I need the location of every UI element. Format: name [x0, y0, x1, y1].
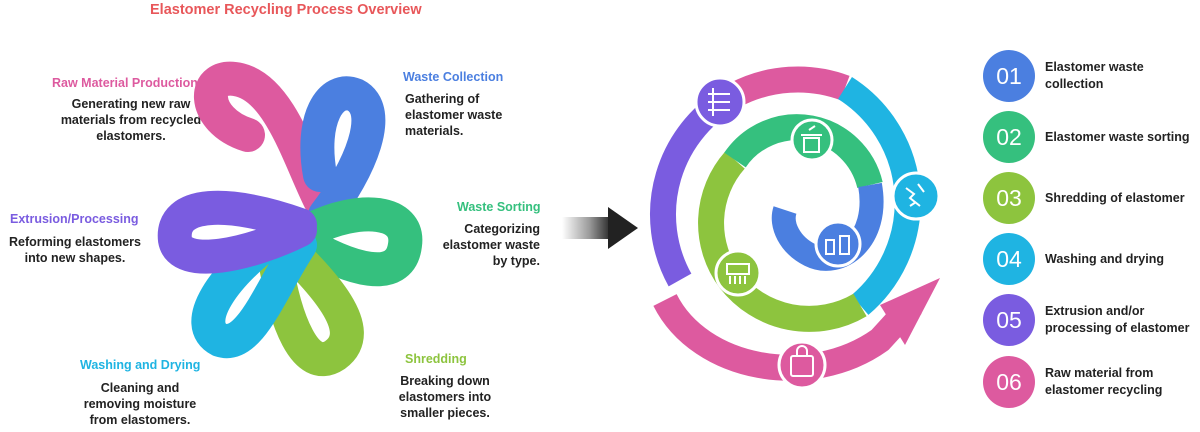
step-number-03: 03 — [983, 172, 1035, 224]
center-arrow — [562, 207, 638, 249]
step-label-01: Elastomer waste collection — [1045, 60, 1144, 91]
stage-title-extrusion: Extrusion/Processing — [10, 212, 139, 226]
step-label-04: Washing and drying — [1045, 251, 1164, 266]
step-label-05: Extrusion and/or processing of elastomer — [1045, 304, 1190, 335]
step-label-03: Shredding of elastomer — [1045, 190, 1185, 205]
stage-title-raw-material: Raw Material Production — [52, 76, 198, 90]
spiral-inner-blue — [771, 182, 884, 271]
stage-title-waste-collection: Waste Collection — [403, 70, 504, 84]
bottles-icon — [814, 220, 862, 268]
step-label-06: Raw material from elastomer recycling — [1045, 366, 1163, 397]
spiral-icons — [694, 76, 941, 390]
step-number-04: 04 — [983, 233, 1035, 285]
step-05: 05 Extrusion and/or processing of elasto… — [983, 294, 1200, 346]
petal-lime — [258, 228, 364, 377]
step-number-06: 06 — [983, 356, 1035, 408]
petal-purple — [157, 190, 317, 274]
recycle-bag-icon — [777, 340, 827, 390]
step-06: 06 Raw material from elastomer recycling — [983, 356, 1200, 408]
rosette-knot — [157, 61, 423, 377]
page-title: Elastomer Recycling Process Overview — [150, 2, 422, 18]
stage-title-shredding: Shredding — [405, 352, 467, 366]
step-label-02: Elastomer waste sorting — [1045, 129, 1190, 144]
step-03: 03 Shredding of elastomer — [983, 172, 1200, 224]
petal-cyan — [191, 213, 317, 358]
gear-lightning-icon — [891, 171, 941, 221]
spiral-arrowhead — [880, 278, 940, 345]
step-number-02: 02 — [983, 111, 1035, 163]
step-04: 04 Washing and drying — [983, 233, 1200, 285]
petal-green — [283, 197, 423, 287]
spiral-bottom-pink — [653, 293, 922, 381]
shredder-icon — [714, 249, 762, 297]
petal-blue — [300, 76, 386, 232]
stage-title-washing: Washing and Drying — [80, 358, 201, 372]
hands-icon — [694, 76, 746, 128]
step-number-01: 01 — [983, 50, 1035, 102]
stage-title-waste-sorting: Waste Sorting — [457, 200, 541, 214]
trash-icon — [790, 118, 834, 162]
spiral-outer-pink-top — [728, 66, 850, 107]
step-02: 02 Elastomer waste sorting — [983, 111, 1200, 163]
step-01: 01 Elastomer waste collection — [983, 50, 1200, 102]
step-number-05: 05 — [983, 294, 1035, 346]
